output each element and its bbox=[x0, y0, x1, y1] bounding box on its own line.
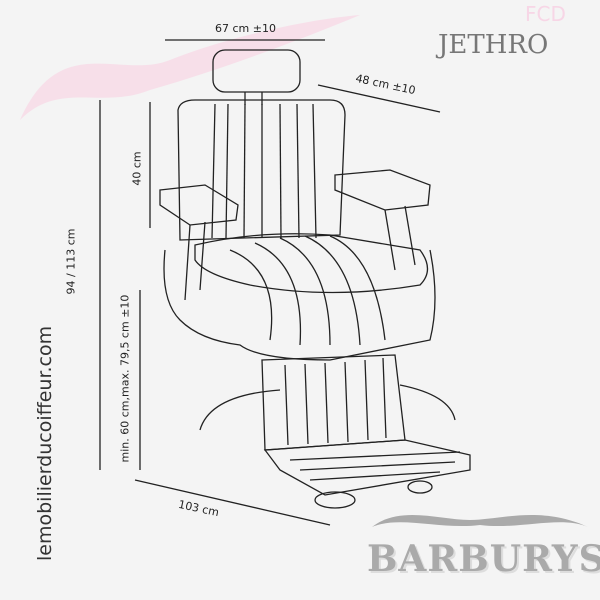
dim-seat-label: min. 60 cm,max. 79,5 cm ±10 bbox=[118, 294, 132, 463]
backrest-stripes bbox=[211, 103, 317, 239]
dim-backrest-label: 40 cm bbox=[130, 151, 144, 186]
headrest bbox=[212, 49, 301, 93]
brand-flourish-icon bbox=[372, 515, 588, 527]
dim-line-length bbox=[134, 479, 331, 526]
website-text: lemobilierducoiffeur.com bbox=[34, 325, 56, 561]
dim-height-label: 94 / 113 cm bbox=[64, 228, 78, 295]
pink-brush-decoration bbox=[20, 15, 360, 120]
seat bbox=[194, 233, 429, 294]
dim-width-label: 67 cm ±10 bbox=[215, 22, 276, 35]
footrest-plate bbox=[263, 439, 471, 496]
chair-body bbox=[163, 249, 436, 361]
backrest bbox=[177, 99, 346, 241]
base bbox=[199, 384, 456, 431]
dim-line-depth bbox=[317, 84, 441, 113]
right-armrest bbox=[334, 169, 431, 211]
seat-stripes bbox=[229, 235, 386, 346]
product-title: JETHRO bbox=[438, 30, 549, 60]
brand-logo: BARBURYS bbox=[367, 538, 600, 580]
watermark: FCD bbox=[525, 2, 566, 26]
left-armrest bbox=[159, 184, 239, 226]
footrest-stripes bbox=[284, 357, 387, 446]
